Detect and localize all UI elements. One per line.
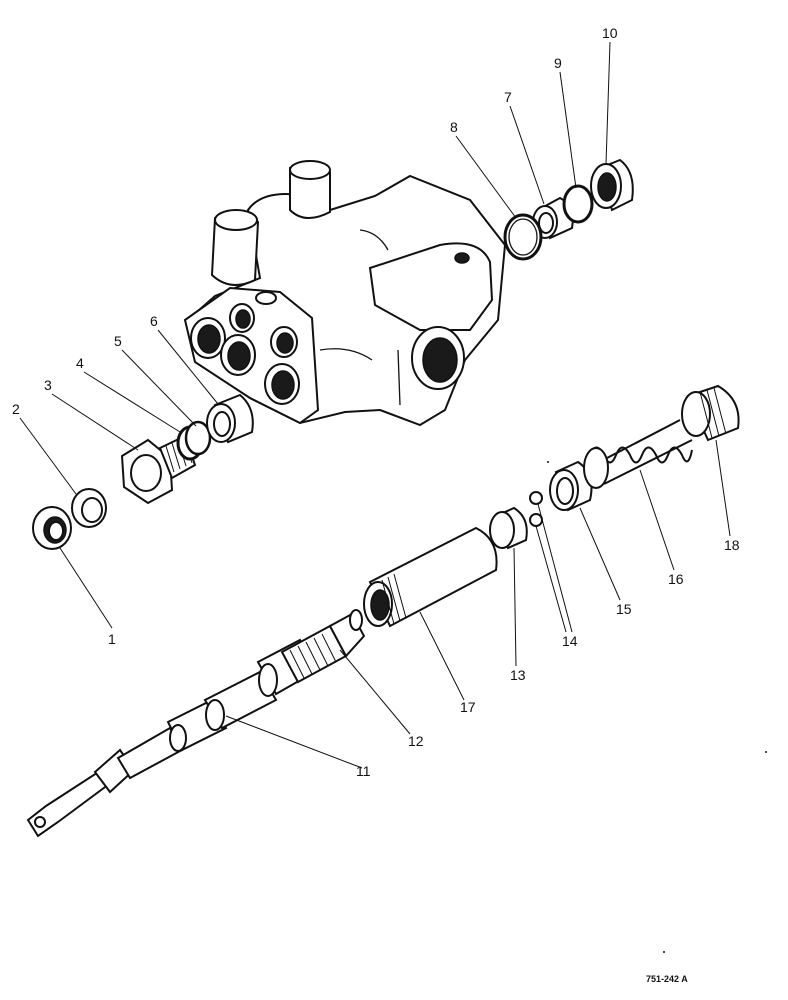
drawing-reference: 751-242 A (646, 974, 688, 984)
speck (663, 951, 665, 953)
callout-10: 10 (602, 25, 618, 41)
part-10-end-cap (590, 158, 634, 212)
callout-5: 5 (114, 333, 122, 349)
leader-lines (19, 41, 731, 769)
callout-11: 11 (356, 763, 371, 779)
callout-17: 17 (460, 699, 476, 715)
callout-6: 6 (150, 313, 158, 329)
callout-16: 16 (668, 571, 684, 587)
callout-8: 8 (450, 119, 458, 135)
callout-14: 14 (562, 633, 578, 649)
callout-13: 13 (510, 667, 526, 683)
part-1-seal (32, 506, 72, 550)
callout-2: 2 (12, 401, 20, 417)
part-11-spool (26, 638, 320, 838)
part-12-spring (280, 609, 366, 684)
part-9-oring (562, 184, 594, 224)
callout-3: 3 (44, 377, 52, 393)
callout-1: 1 (108, 631, 116, 647)
part-17-sleeve (363, 526, 498, 628)
part-14-balls (529, 491, 543, 527)
callout-labels: 1 2 3 4 5 6 7 8 9 10 11 12 13 14 15 16 1… (12, 25, 740, 779)
valve-body (183, 160, 507, 427)
callout-18: 18 (724, 537, 740, 553)
part-16-spring (583, 419, 693, 489)
speck (765, 751, 767, 753)
part-15-spring-seat (549, 460, 593, 512)
part-2-ring (71, 488, 107, 528)
speck (547, 461, 549, 463)
part-13-washer (489, 506, 528, 550)
callout-15: 15 (616, 601, 632, 617)
callout-4: 4 (76, 355, 84, 371)
part-5-oring (184, 420, 212, 456)
callout-9: 9 (554, 55, 562, 71)
part-8-snap-ring (503, 213, 543, 261)
callout-7: 7 (504, 89, 512, 105)
part-18-end-cap (681, 384, 740, 442)
part-6-sleeve (206, 393, 254, 444)
callout-12: 12 (408, 733, 424, 749)
